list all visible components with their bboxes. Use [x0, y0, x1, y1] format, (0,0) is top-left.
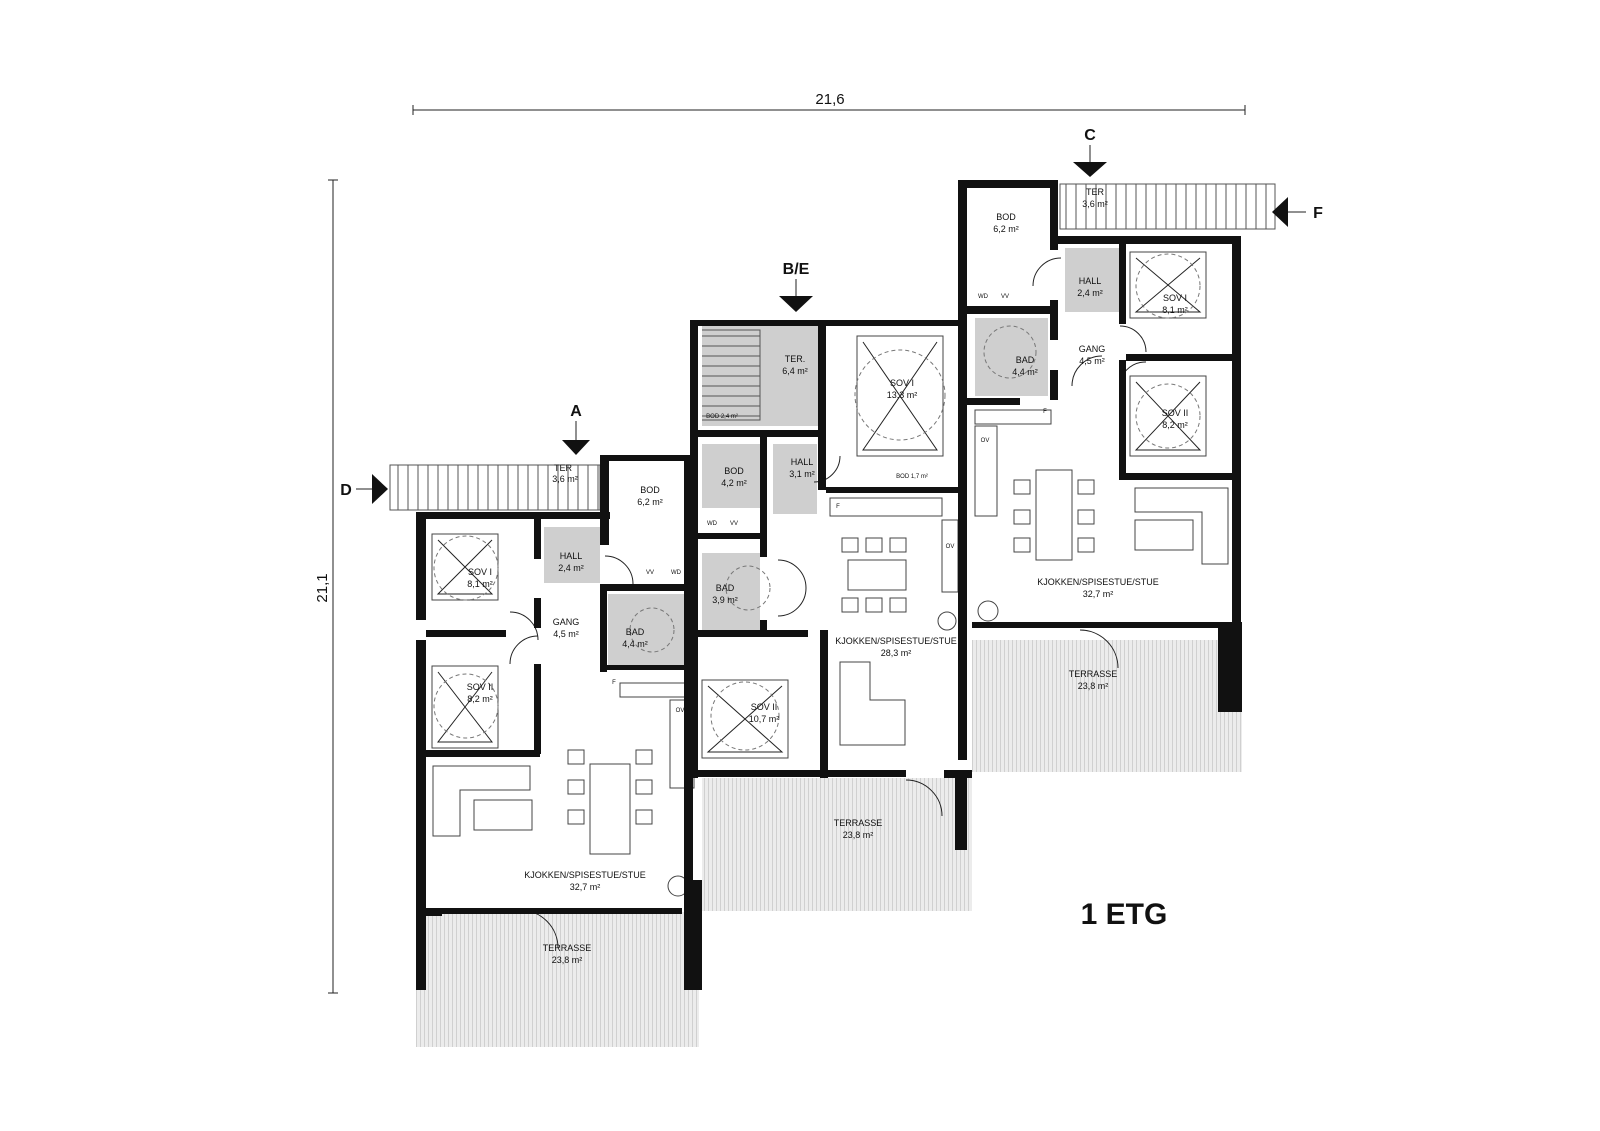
svg-text:VV: VV: [1001, 294, 1009, 300]
svg-text:BAD: BAD: [626, 627, 645, 637]
section-marker-be: B/E: [779, 261, 813, 312]
svg-text:WD: WD: [707, 521, 718, 527]
svg-text:F: F: [836, 504, 840, 510]
section-marker-a: A: [562, 403, 590, 455]
svg-text:F: F: [1313, 205, 1323, 222]
svg-text:A: A: [570, 403, 582, 420]
svg-text:6,4 m²: 6,4 m²: [782, 366, 808, 376]
svg-text:2,4 m²: 2,4 m²: [558, 563, 584, 573]
svg-text:6,2 m²: 6,2 m²: [993, 224, 1019, 234]
svg-text:23,8 m²: 23,8 m²: [552, 955, 583, 965]
svg-text:HALL: HALL: [791, 457, 814, 467]
svg-text:6,2 m²: 6,2 m²: [637, 497, 663, 507]
unit-left-labels: TER 3,6 m² BOD 6,2 m² HALL 2,4 m² SOV I …: [467, 463, 663, 965]
svg-text:TER.: TER.: [785, 354, 806, 364]
svg-text:KJOKKEN/SPISESTUE/STUE: KJOKKEN/SPISESTUE/STUE: [1037, 577, 1159, 587]
svg-text:8,1 m²: 8,1 m²: [467, 579, 493, 589]
svg-text:BOD: BOD: [640, 485, 660, 495]
svg-text:D: D: [340, 482, 352, 499]
unit-middle-labels: TER. 6,4 m² BOD 2,4 m² SOV I 13,3 m² BOD…: [706, 354, 957, 840]
svg-text:WD: WD: [671, 570, 682, 576]
svg-text:BOD 1,7 m²: BOD 1,7 m²: [896, 474, 928, 480]
svg-text:OV: OV: [981, 438, 990, 444]
svg-text:3,6 m²: 3,6 m²: [1082, 199, 1108, 209]
stair-middle: [702, 329, 761, 421]
svg-text:TERRASSE: TERRASSE: [834, 818, 883, 828]
svg-text:8,2 m²: 8,2 m²: [1162, 420, 1188, 430]
dimension-lines: [328, 105, 1246, 994]
svg-text:23,8 m²: 23,8 m²: [1078, 681, 1109, 691]
svg-text:23,8 m²: 23,8 m²: [843, 830, 874, 840]
svg-text:SOV I: SOV I: [468, 567, 492, 577]
svg-text:BAD: BAD: [1016, 355, 1035, 365]
svg-text:VV: VV: [646, 570, 654, 576]
svg-text:8,1 m²: 8,1 m²: [1162, 305, 1188, 315]
furniture: [431, 251, 1229, 897]
width-dimension: 21,6: [815, 91, 844, 108]
svg-text:SOV II: SOV II: [1162, 408, 1189, 418]
svg-text:BOD: BOD: [724, 466, 744, 476]
svg-text:WD: WD: [978, 294, 989, 300]
svg-text:3,6 m²: 3,6 m²: [552, 474, 578, 484]
svg-text:F: F: [1043, 409, 1047, 415]
svg-text:13,3 m²: 13,3 m²: [887, 390, 918, 400]
svg-text:TERRASSE: TERRASSE: [543, 943, 592, 953]
svg-text:VV: VV: [730, 521, 738, 527]
section-marker-c: C: [1073, 127, 1107, 177]
stair-right: [1059, 183, 1276, 230]
svg-text:GANG: GANG: [553, 617, 580, 627]
svg-text:8,2 m²: 8,2 m²: [467, 694, 493, 704]
svg-text:BAD: BAD: [716, 583, 735, 593]
floor-title: 1 ETG: [1081, 898, 1168, 931]
svg-text:4,2 m²: 4,2 m²: [721, 478, 747, 488]
svg-text:2,4 m²: 2,4 m²: [1077, 288, 1103, 298]
svg-text:10,7 m²: 10,7 m²: [749, 714, 780, 724]
svg-text:4,5 m²: 4,5 m²: [553, 629, 579, 639]
door-swings: [433, 253, 1201, 949]
svg-text:OV: OV: [946, 544, 955, 550]
svg-text:3,1 m²: 3,1 m²: [789, 469, 815, 479]
svg-text:TERRASSE: TERRASSE: [1069, 669, 1118, 679]
height-dimension: 21,1: [314, 573, 331, 602]
svg-text:TER: TER: [554, 463, 573, 473]
svg-text:SOV I: SOV I: [890, 378, 914, 388]
svg-text:BOD 2,4 m²: BOD 2,4 m²: [706, 414, 738, 420]
svg-text:28,3 m²: 28,3 m²: [881, 648, 912, 658]
svg-text:4,5 m²: 4,5 m²: [1079, 356, 1105, 366]
section-marker-d: D: [340, 474, 388, 504]
fixture-labels: VV WD F OV WD VV F OV WD VV F OV: [612, 294, 1047, 714]
svg-text:BOD: BOD: [996, 212, 1016, 222]
terraces: [416, 640, 1242, 1047]
svg-text:SOV I: SOV I: [1163, 293, 1187, 303]
svg-text:4,4 m²: 4,4 m²: [1012, 367, 1038, 377]
svg-text:4,4 m²: 4,4 m²: [622, 639, 648, 649]
walls: [416, 180, 1242, 990]
svg-text:SOV II: SOV II: [467, 682, 494, 692]
unit-right-labels: TER 3,6 m² BOD 6,2 m² HALL 2,4 m² SOV I …: [993, 187, 1188, 691]
svg-text:GANG: GANG: [1079, 344, 1106, 354]
svg-text:3,9 m²: 3,9 m²: [712, 595, 738, 605]
svg-text:KJOKKEN/SPISESTUE/STUE: KJOKKEN/SPISESTUE/STUE: [524, 870, 646, 880]
svg-text:KJOKKEN/SPISESTUE/STUE: KJOKKEN/SPISESTUE/STUE: [835, 636, 957, 646]
svg-text:F: F: [612, 680, 616, 686]
svg-text:SOV II: SOV II: [751, 702, 778, 712]
svg-text:32,7 m²: 32,7 m²: [570, 882, 601, 892]
svg-text:HALL: HALL: [1079, 276, 1102, 286]
svg-text:OV: OV: [676, 708, 685, 714]
svg-text:TER: TER: [1086, 187, 1105, 197]
svg-text:C: C: [1084, 127, 1096, 144]
svg-text:32,7 m²: 32,7 m²: [1083, 589, 1114, 599]
svg-text:B/E: B/E: [783, 261, 810, 278]
section-marker-f: F: [1272, 197, 1323, 227]
svg-text:HALL: HALL: [560, 551, 583, 561]
